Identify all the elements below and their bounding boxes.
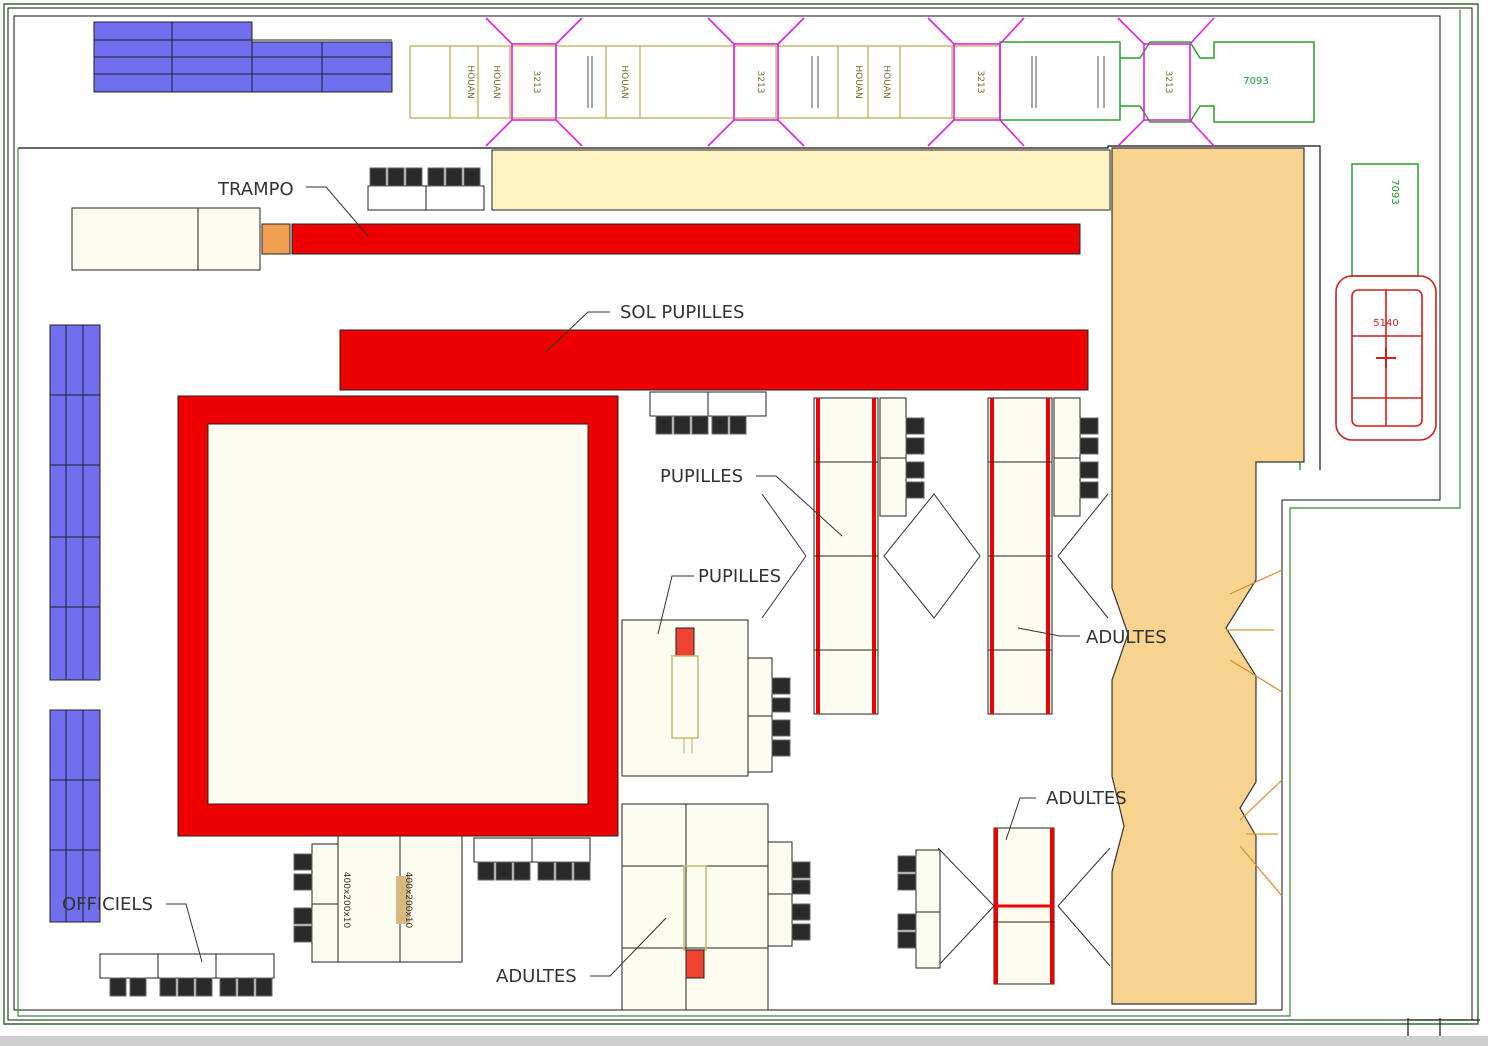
equip-label-2: HOUAN — [491, 65, 501, 98]
equip-label-4: HOUAN — [619, 65, 629, 98]
equipment-strip-text: HOUAN HOUAN 3213 HOUAN 3213 HOUAN HOUAN … — [465, 65, 1400, 204]
rings-adultes — [915, 827, 1055, 985]
bars-pupilles — [813, 397, 907, 715]
label-sol-pupilles: SOL PUPILLES — [620, 302, 744, 323]
bars-adultes — [987, 397, 1081, 715]
equip-label-7: HOUAN — [881, 65, 891, 98]
stand-area — [1111, 147, 1305, 1005]
vault-table — [1335, 275, 1437, 441]
label-adultes-rings: ADULTES — [1046, 788, 1127, 809]
judge-chairs — [109, 167, 1099, 997]
equip-label-9: 3213 — [1163, 71, 1173, 94]
cable-lines — [761, 493, 1111, 967]
label-trampo: TRAMPO — [217, 179, 294, 200]
wall-markings — [1226, 569, 1283, 897]
magenta-frames — [485, 17, 1215, 147]
beam-pupilles — [621, 619, 773, 777]
leader-lines — [166, 186, 1080, 977]
mat-size-label-b: 400x200x10 — [403, 872, 413, 929]
label-adultes-beam: ADULTES — [496, 966, 577, 987]
label-adultes-bars: ADULTES — [1086, 627, 1167, 648]
label-officiels: OFFICIELS — [62, 894, 153, 915]
seating-blocks-top — [93, 21, 393, 93]
vault-code-label: 5140 — [1373, 318, 1398, 329]
label-pupilles-bars: PUPILLES — [660, 466, 743, 487]
beam-adultes — [621, 803, 793, 1011]
green-code-label: 7093 — [1389, 179, 1400, 204]
seating-blocks-left-lower — [49, 709, 101, 923]
corridor-area — [491, 149, 1111, 211]
mat-size-label-a: 400x200x10 — [341, 872, 351, 929]
floor-exercise — [177, 395, 619, 837]
equip-label-5: 3213 — [755, 71, 765, 94]
equip-label-3: 3213 — [531, 71, 541, 94]
equip-label-1: HOUAN — [465, 65, 475, 98]
equip-label-6: HOUAN — [853, 65, 863, 98]
status-bar — [0, 1036, 1488, 1046]
seating-blocks-left-upper — [49, 324, 101, 681]
sol-pupilles-floor — [339, 329, 1089, 391]
judge-mats — [99, 391, 767, 979]
zone-labels: TRAMPO SOL PUPILLES PUPILLES PUPILLES AD… — [62, 179, 1167, 987]
equip-label-10: 7093 — [1243, 76, 1268, 87]
strip-glyphs — [587, 56, 1105, 108]
trampo-zone — [71, 185, 1081, 271]
equip-label-8: 3213 — [975, 71, 985, 94]
label-pupilles-beam: PUPILLES — [698, 566, 781, 587]
